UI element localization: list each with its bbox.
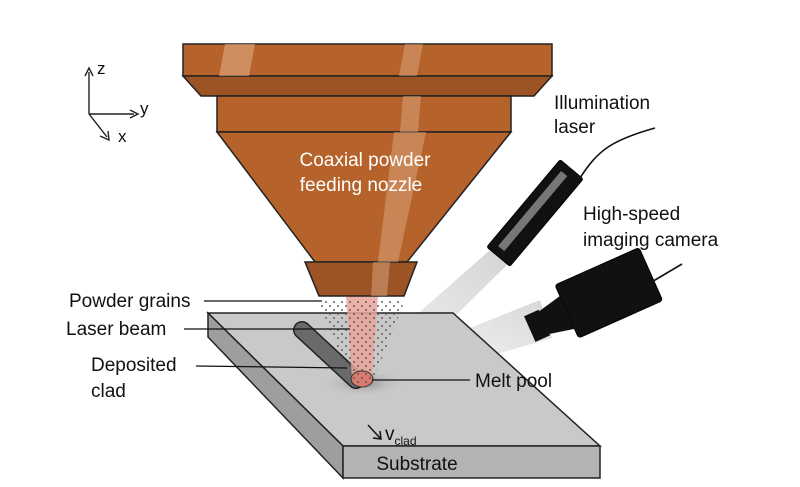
y-axis-label: y <box>140 99 149 118</box>
nozzle-highlight-right-top <box>399 44 423 76</box>
deposited-clad-label-line1: Deposited <box>91 355 177 376</box>
velocity-indicator: vclad <box>367 424 417 448</box>
velocity-label: vclad <box>385 424 417 448</box>
deposited-clad-label-line2: clad <box>91 381 126 402</box>
velocity-arrowhead <box>372 430 382 440</box>
camera-lens <box>524 309 551 342</box>
high-speed-camera <box>524 248 663 342</box>
nozzle-highlight-collar <box>400 96 421 132</box>
x-axis-label: x <box>118 127 127 146</box>
camera-lens-mount <box>537 295 575 335</box>
deposited-clad-track <box>293 321 365 389</box>
nozzle-highlight-tip <box>371 262 390 296</box>
camera-cable <box>649 263 683 284</box>
illumination-laser-cable <box>579 127 656 179</box>
camera-label-line2: imaging camera <box>583 230 719 251</box>
powder-feeding-nozzle: Coaxial powder feeding nozzle <box>181 43 554 297</box>
nozzle-label-line2: feeding nozzle <box>300 175 423 196</box>
laser-beam-label: Laser beam <box>66 319 166 340</box>
nozzle-tip <box>303 261 419 297</box>
z-axis-label: z <box>97 59 106 78</box>
velocity-subscript: clad <box>395 434 417 448</box>
illumination-laser-window <box>498 170 568 252</box>
powder-grains-label: Powder grains <box>69 291 190 312</box>
nozzle-flange-bevel <box>181 75 554 97</box>
nozzle-highlight-cone <box>378 132 426 262</box>
velocity-arrow-shaft <box>367 424 381 439</box>
nozzle-collar <box>216 95 512 133</box>
illumination-laser-device <box>487 160 583 266</box>
x-axis-arrowhead <box>99 130 110 142</box>
axis-triad: z y x <box>84 59 149 146</box>
illumination-label-line1: Illumination <box>554 93 650 114</box>
x-axis <box>88 113 108 138</box>
illumination-label-line2: laser <box>554 117 596 138</box>
clad-body <box>294 322 364 388</box>
substrate-front-face <box>342 445 601 479</box>
substrate-label: Substrate <box>376 454 457 475</box>
camera-label-line1: High-speed <box>583 204 680 225</box>
velocity-symbol: v <box>385 424 395 445</box>
nozzle-label-line1: Coaxial powder <box>300 150 432 171</box>
powder-stream <box>318 300 405 384</box>
y-axis-arrowhead <box>129 109 140 119</box>
nozzle-highlight-left <box>219 44 255 76</box>
deposited-clad-leader <box>195 365 348 369</box>
z-axis-arrowhead <box>84 66 94 77</box>
melt-pool-label: Melt pool <box>475 371 552 392</box>
